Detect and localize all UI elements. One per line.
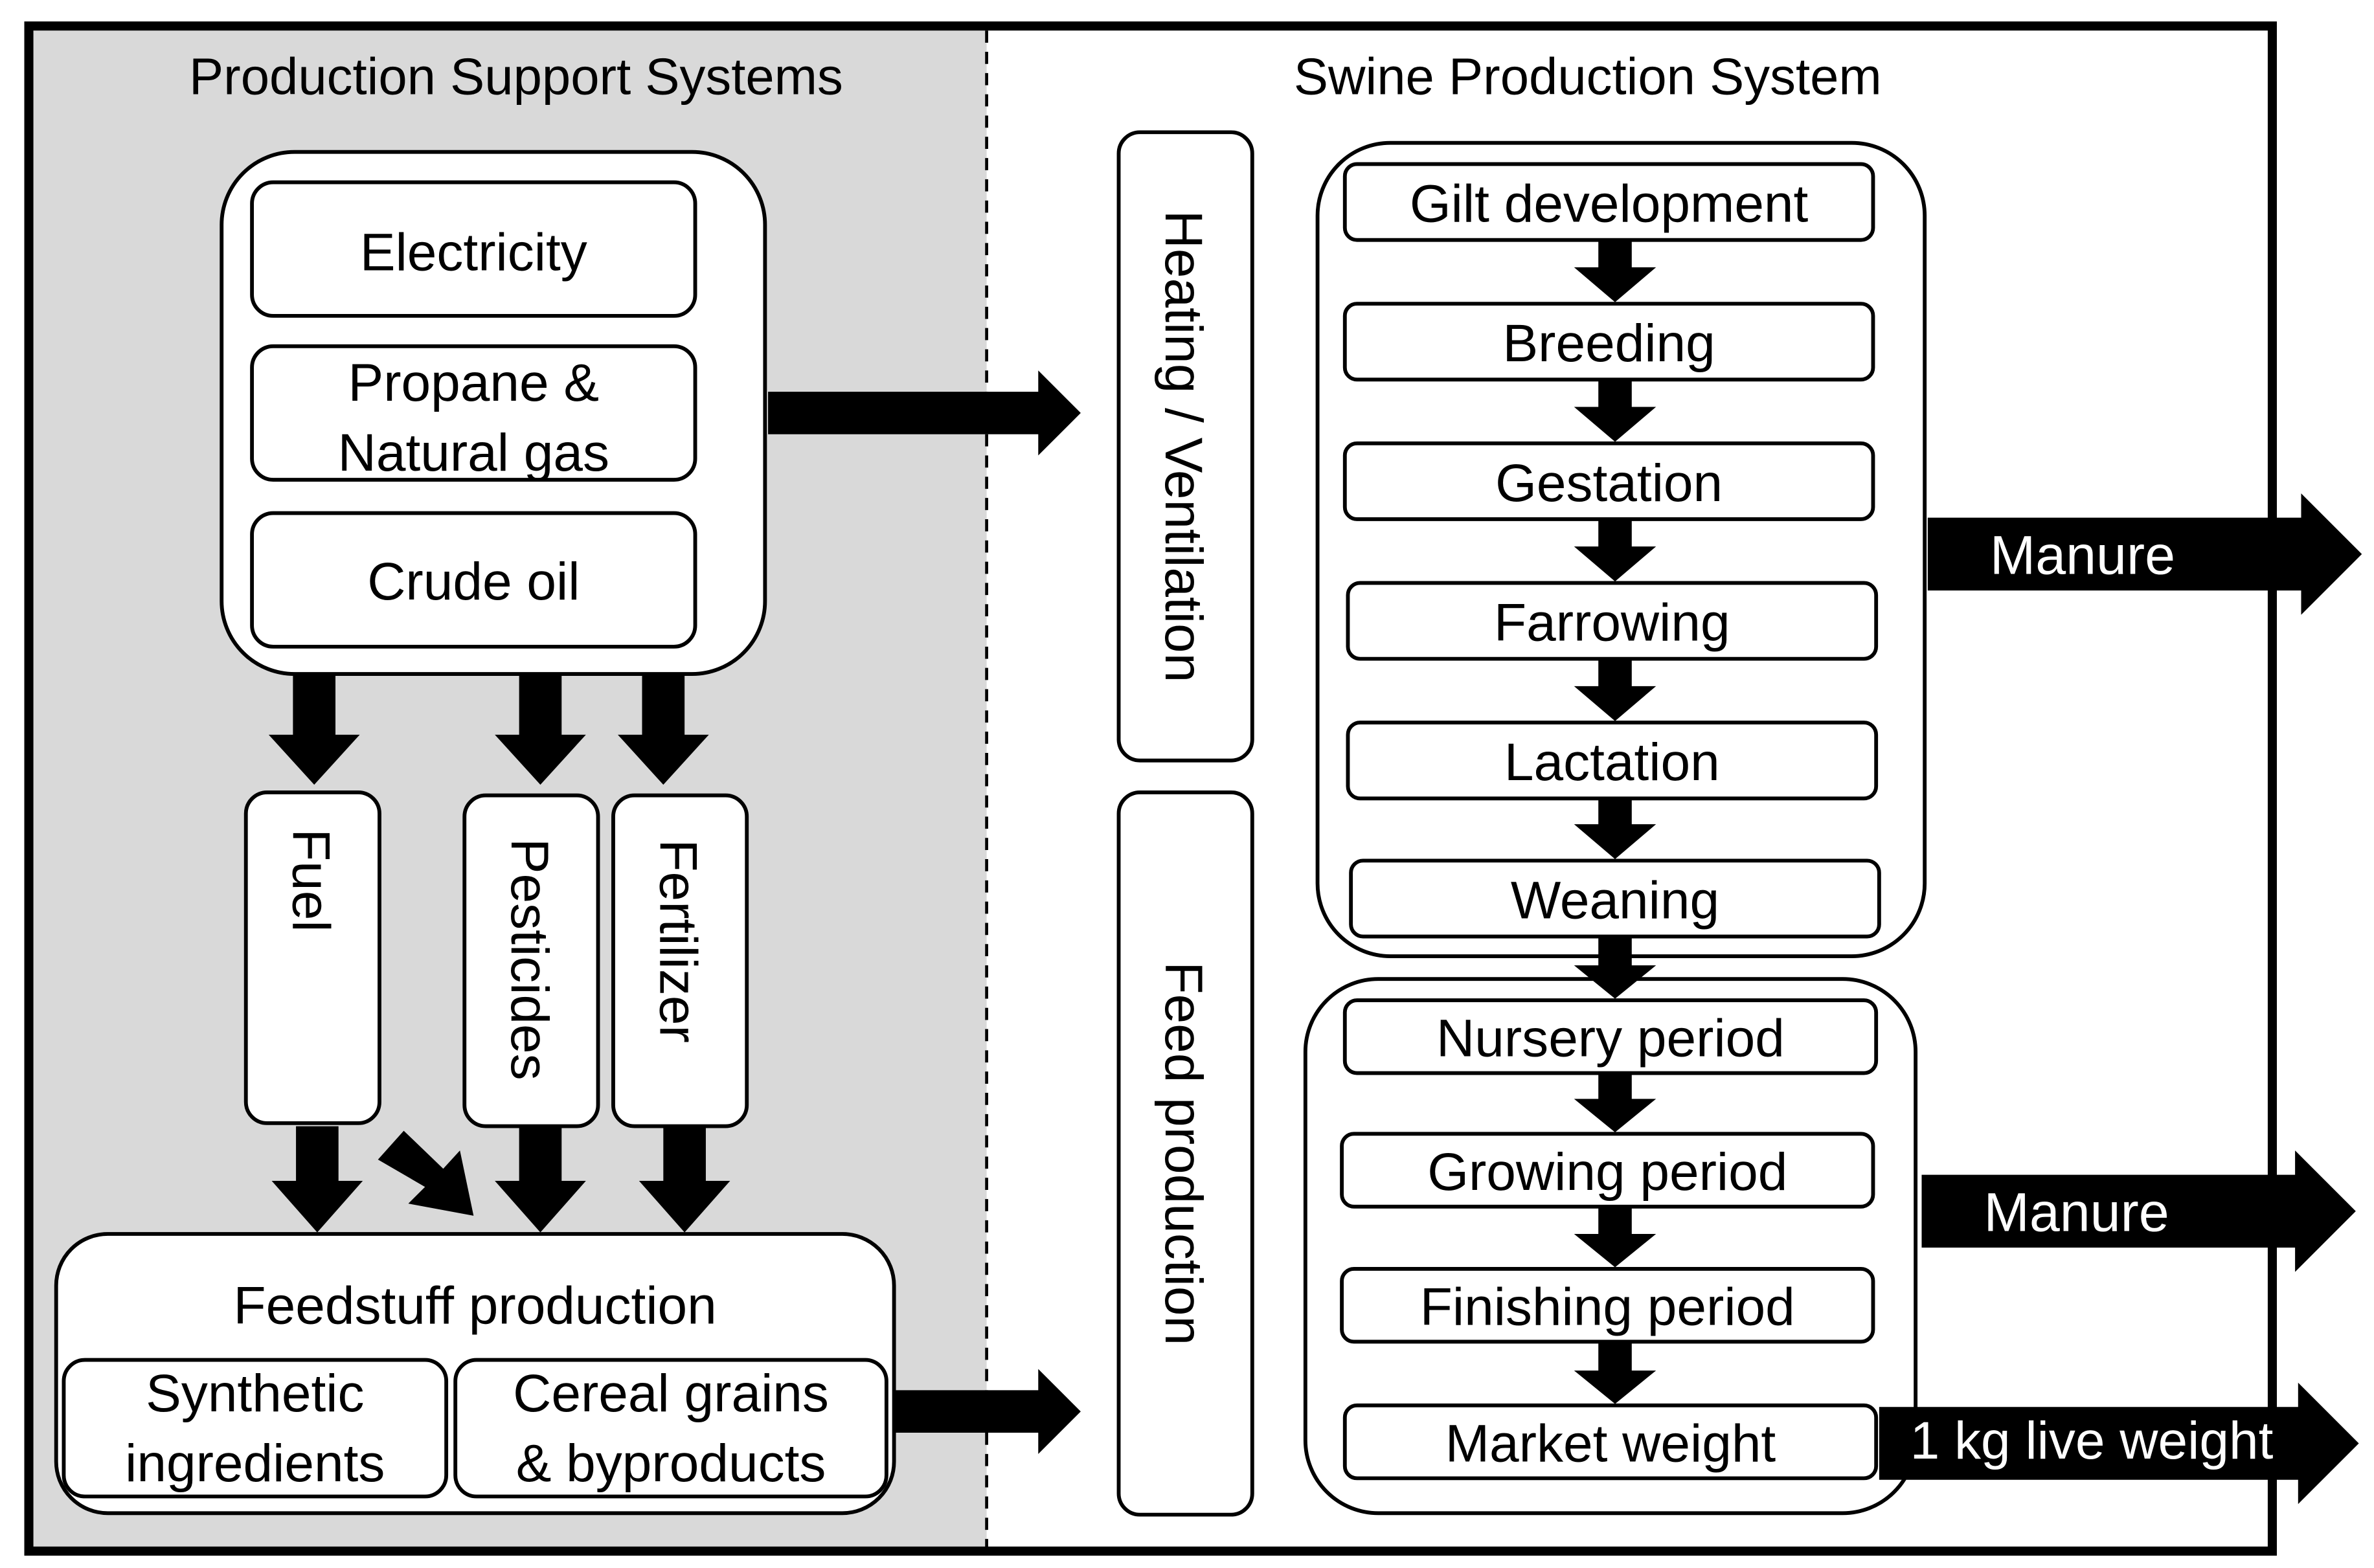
stage-gilt-development xyxy=(1342,162,1875,242)
stage-lactation xyxy=(1346,721,1879,801)
stage-breeding-label: Breeding xyxy=(1502,314,1715,373)
stage-gestation xyxy=(1342,441,1875,521)
electricity-label: Electricity xyxy=(360,223,587,282)
stage-arrow xyxy=(1574,1074,1656,1132)
cereal-box xyxy=(453,1358,888,1499)
synthetic-label-2: ingredients xyxy=(125,1434,385,1493)
heating-ventilation-box xyxy=(1116,130,1254,763)
stage-weaning xyxy=(1349,858,1881,939)
support-systems-title: Production Support Systems xyxy=(189,48,843,106)
manure-label-1: Manure xyxy=(1990,524,2175,585)
pesticides-label: Pesticides xyxy=(500,838,559,1081)
stage-market-weight-label: Market weight xyxy=(1445,1415,1776,1473)
crude-oil-label: Crude oil xyxy=(367,552,580,611)
stage-arrows xyxy=(1574,241,1656,1404)
feed-production-label: Feed production xyxy=(1154,961,1213,1345)
stage-nursery xyxy=(1342,998,1879,1075)
stage-arrow xyxy=(1574,1343,1656,1404)
natural-gas-label: Natural gas xyxy=(338,423,609,482)
stage-breeding xyxy=(1342,302,1875,382)
stage-arrow xyxy=(1574,381,1656,442)
stage-nursery-label: Nursery period xyxy=(1436,1009,1785,1068)
stage-weaning-label: Weaning xyxy=(1511,871,1719,930)
propane-box xyxy=(250,344,697,482)
manure-label-2: Manure xyxy=(1984,1182,2169,1242)
cereal-label-2: & byproducts xyxy=(516,1434,826,1493)
arrow-to-fuel xyxy=(268,675,360,785)
stage-market-weight xyxy=(1342,1403,1879,1481)
arrow-diagonal-to-feedstuff xyxy=(378,1130,474,1216)
crude-oil-box xyxy=(250,511,697,649)
propane-label: Propane & xyxy=(348,353,600,412)
stage-gestation-label: Gestation xyxy=(1495,454,1723,513)
stage-farrowing-label: Farrowing xyxy=(1494,593,1730,652)
feedstuff-title: Feedstuff production xyxy=(234,1276,717,1335)
stage-gilt-development-label: Gilt development xyxy=(1410,175,1809,234)
synthetic-box xyxy=(62,1358,449,1499)
stage-arrow xyxy=(1574,800,1656,860)
manure-arrow-2 xyxy=(1921,1150,2356,1272)
arrow-feedstuff-to-feed xyxy=(895,1369,1081,1454)
heating-ventilation-label: Heating / Ventilation xyxy=(1154,210,1213,683)
stage-arrow xyxy=(1574,521,1656,582)
live-weight-arrow xyxy=(1879,1382,2359,1505)
feed-production-box xyxy=(1116,790,1254,1517)
stage-lactation-label: Lactation xyxy=(1504,733,1720,792)
stage-finishing-label: Finishing period xyxy=(1420,1278,1795,1337)
live-weight-label: 1 kg live weight xyxy=(1910,1411,2274,1470)
stage-growing xyxy=(1340,1132,1875,1209)
arrow-energy-to-heating xyxy=(768,370,1081,456)
stage-farrowing xyxy=(1346,581,1879,661)
fuel-box xyxy=(243,790,381,1125)
arrow-fertilizer-to-feedstuff xyxy=(639,1126,730,1233)
stage-growing-label: Growing period xyxy=(1427,1143,1787,1202)
fuel-label: Fuel xyxy=(281,829,340,932)
stage-arrow xyxy=(1574,660,1656,721)
outer-frame xyxy=(24,21,2277,1556)
manure-arrow-1 xyxy=(1927,493,2362,615)
stage-arrow xyxy=(1574,1208,1656,1268)
stage-arrow xyxy=(1574,241,1656,302)
swine-system-title: Swine Production System xyxy=(1294,48,1882,106)
synthetic-label-1: Synthetic xyxy=(146,1364,364,1423)
arrow-fuel-to-feedstuff xyxy=(271,1126,363,1233)
cereal-label-1: Cereal grains xyxy=(513,1364,829,1423)
arrow-to-pesticides xyxy=(495,675,586,785)
electricity-box xyxy=(250,180,697,318)
fertilizer-label: Fertilizer xyxy=(649,839,708,1042)
arrow-pesticides-to-feedstuff xyxy=(495,1126,586,1233)
stage-arrow xyxy=(1574,937,1656,999)
stage-finishing xyxy=(1340,1266,1875,1344)
arrow-to-fertilizer xyxy=(618,675,709,785)
